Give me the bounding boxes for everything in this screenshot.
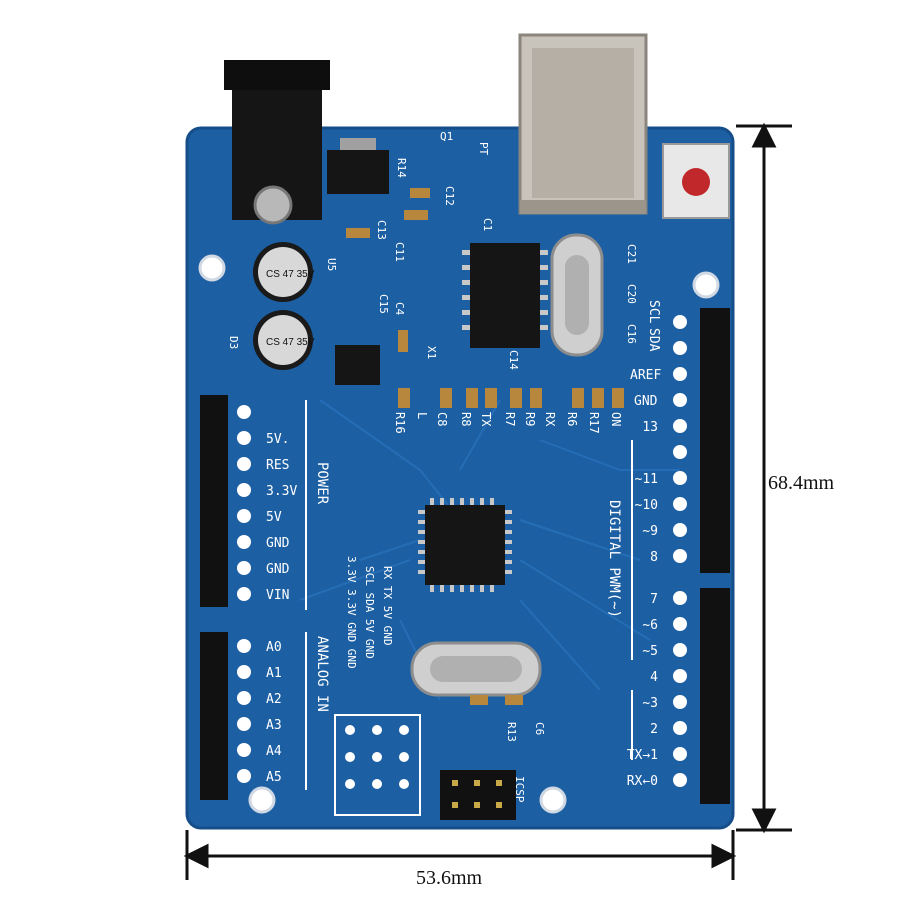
label-q1: Q1 <box>440 130 453 143</box>
usb-connector <box>518 33 648 215</box>
power-label-3: 5V <box>266 510 282 525</box>
label-c4: C4 <box>393 302 406 316</box>
power-pin-pads <box>237 405 251 601</box>
digital-header-top <box>700 308 730 573</box>
digital-label-4: 8 <box>650 550 658 565</box>
power-label-4: GND <box>266 536 290 551</box>
led-label-0: R16 <box>393 412 407 434</box>
height-label: 68.4mm <box>768 472 835 494</box>
label-x1: X1 <box>425 346 438 359</box>
height-dimension <box>736 122 792 834</box>
analog-label-1: A1 <box>266 666 282 681</box>
label-c20: C20 <box>625 284 638 304</box>
digital-label-10: 2 <box>650 722 658 737</box>
led-label-8: R6 <box>565 412 579 426</box>
bus-label-row1: RX TX 5V GND <box>381 566 394 645</box>
power-label-5: GND <box>266 562 290 577</box>
led-label-5: R7 <box>503 412 517 426</box>
label-c1: C1 <box>481 218 494 231</box>
digital-pin-pads <box>673 315 687 787</box>
analog-label-0: A0 <box>266 640 282 655</box>
capacitor-top-label: CS 47 35V <box>266 269 315 280</box>
analog-label-4: A4 <box>266 744 282 759</box>
bus-label-row2: SCL SDA 5V GND <box>363 566 376 659</box>
icsp-header <box>440 770 516 820</box>
small-chip <box>335 345 380 385</box>
digital-label-0: 13 <box>642 420 658 435</box>
analog-header-socket <box>200 632 228 800</box>
power-label-6: VIN <box>266 588 289 603</box>
label-icsp: ICSP <box>513 776 526 803</box>
label-c11: C11 <box>393 242 406 262</box>
label-c16: C16 <box>625 324 638 344</box>
label-r14: R14 <box>395 158 408 178</box>
capacitor-bottom-label: CS 47 35V <box>266 337 315 348</box>
mounting-holes <box>198 254 720 814</box>
width-dimension <box>183 830 737 880</box>
right-label-gnd: GND <box>634 394 658 409</box>
label-c15: C15 <box>377 294 390 314</box>
dc-power-jack <box>224 60 330 225</box>
digital-label-12: RX←0 <box>627 774 658 789</box>
led-label-1: L <box>415 412 429 419</box>
digital-label-2: ~10 <box>635 498 658 513</box>
right-label-sda: SDA <box>646 328 661 352</box>
power-label-2: 3.3V <box>266 484 297 499</box>
usb-serial-chip <box>462 243 548 348</box>
power-title: POWER <box>314 462 330 505</box>
digital-label-6: ~6 <box>642 618 658 633</box>
led-label-3: R8 <box>459 412 473 426</box>
right-label-scl: SCL <box>646 300 661 324</box>
digital-label-3: ~9 <box>642 524 658 539</box>
smd-components <box>346 188 624 705</box>
digital-label-1: ~11 <box>635 472 658 487</box>
analog-pin-pads <box>237 639 251 783</box>
analog-label-5: A5 <box>266 770 282 785</box>
digital-label-8: 4 <box>650 670 658 685</box>
power-label-0: 5V. <box>266 432 289 447</box>
digital-title: DIGITAL PWM(~) <box>606 500 622 618</box>
voltage-regulator <box>327 138 389 194</box>
digital-label-11: TX→1 <box>627 748 658 763</box>
label-c14: C14 <box>507 350 520 370</box>
label-u5: U5 <box>325 258 338 271</box>
silk-lines <box>305 400 633 790</box>
pad-grid <box>334 714 421 816</box>
reset-button <box>662 143 730 219</box>
led-label-10: ON <box>609 412 623 426</box>
analog-label-3: A3 <box>266 718 282 733</box>
label-c12: C12 <box>443 186 456 206</box>
digital-label-9: ~3 <box>642 696 658 711</box>
label-c13: C13 <box>375 220 388 240</box>
label-r13: R13 <box>505 722 518 742</box>
digital-label-5: 7 <box>650 592 658 607</box>
microcontroller-chip <box>418 498 512 592</box>
right-label-aref: AREF <box>630 368 661 383</box>
analog-label-2: A2 <box>266 692 282 707</box>
led-label-9: R17 <box>587 412 601 434</box>
digital-label-7: ~5 <box>642 644 658 659</box>
led-label-7: RX <box>543 412 557 427</box>
label-pt: PT <box>477 142 490 156</box>
led-label-2: C8 <box>435 412 449 426</box>
crystal-oscillator <box>410 233 604 697</box>
bus-label-row3: 3.3V 3.3V GND GND <box>345 556 358 669</box>
analog-title: ANALOG IN <box>314 636 330 712</box>
width-label: 53.6mm <box>416 867 483 889</box>
power-label-1: RES <box>266 458 289 473</box>
label-c6: C6 <box>533 722 546 735</box>
label-c21: C21 <box>625 244 638 264</box>
label-d3: D3 <box>227 336 240 349</box>
led-label-4: TX <box>479 412 493 427</box>
digital-header-bottom <box>700 588 730 804</box>
electrolytic-capacitor <box>253 242 313 370</box>
led-label-6: R9 <box>523 412 537 426</box>
power-header-socket <box>200 395 228 607</box>
